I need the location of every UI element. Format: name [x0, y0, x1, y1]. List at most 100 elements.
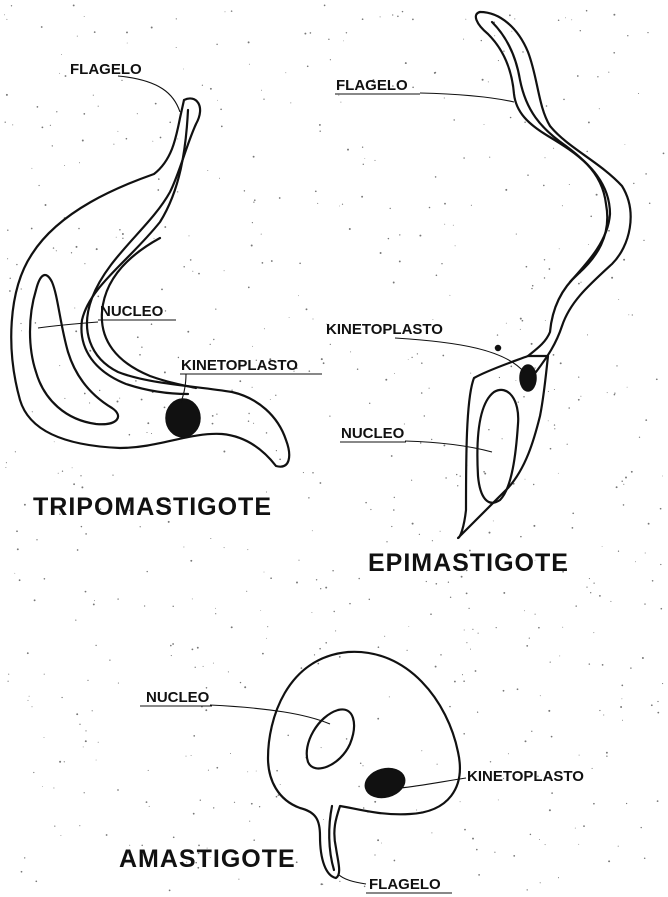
epimastigote-flagellum-core	[492, 22, 610, 282]
speckle-dot	[147, 422, 149, 424]
speckle-dot	[208, 770, 209, 771]
speckle-dot	[599, 710, 600, 711]
speckle-dot	[61, 697, 62, 698]
speckle-dot	[339, 656, 341, 658]
speckle-dot	[632, 314, 633, 315]
speckle-dot	[363, 164, 364, 165]
speckle-dot	[391, 526, 392, 527]
speckle-dot	[247, 549, 248, 550]
speckle-dot	[15, 451, 16, 452]
speckle-dot	[42, 786, 43, 787]
speckle-dot	[304, 33, 306, 35]
speckle-dot	[27, 652, 29, 654]
speckle-dot	[614, 394, 616, 396]
speckle-dot	[657, 800, 659, 802]
speckle-dot	[431, 832, 432, 833]
ama-nucleo-label: NUCLEO	[146, 689, 210, 706]
speckle-dot	[644, 603, 645, 604]
speckle-dot	[562, 205, 563, 206]
speckle-dot	[338, 95, 339, 96]
tripo-nucleo-label: NUCLEO	[100, 303, 164, 320]
speckle-dot	[565, 17, 566, 18]
speckle-dot	[165, 310, 166, 311]
speckle-dot	[386, 541, 387, 542]
speckle-dot	[219, 178, 220, 179]
speckle-dot	[312, 530, 313, 531]
speckle-dot	[330, 59, 331, 60]
speckle-dot	[527, 889, 528, 890]
speckle-dot	[424, 415, 425, 416]
speckle-dot	[471, 205, 472, 206]
speckle-dot	[648, 523, 650, 525]
speckle-dot	[440, 654, 441, 655]
speckle-dot	[476, 849, 478, 851]
epimastigote-dot	[496, 346, 501, 351]
speckle-dot	[513, 855, 515, 857]
speckle-dot	[627, 35, 628, 36]
speckle-dot	[417, 353, 418, 354]
speckle-dot	[548, 420, 549, 421]
speckle-dot	[649, 203, 651, 205]
speckle-dot	[559, 655, 560, 656]
speckle-dot	[106, 834, 108, 836]
speckle-dot	[362, 18, 364, 20]
speckle-dot	[527, 174, 529, 176]
speckle-dot	[606, 752, 608, 754]
speckle-dot	[460, 801, 461, 802]
speckle-dot	[307, 65, 309, 67]
speckle-dot	[135, 380, 137, 382]
speckle-dot	[169, 122, 171, 124]
speckle-dot	[117, 598, 118, 599]
speckle-dot	[210, 88, 212, 90]
speckle-dot	[602, 664, 604, 666]
speckle-dot	[429, 388, 430, 389]
speckle-dot	[161, 288, 163, 290]
speckle-dot	[127, 43, 128, 44]
speckle-dot	[622, 720, 623, 721]
speckle-dot	[4, 14, 5, 15]
speckle-dot	[84, 263, 85, 264]
speckle-dot	[538, 627, 540, 629]
speckle-dot	[71, 252, 72, 253]
speckle-dot	[498, 60, 499, 61]
speckle-dot	[11, 5, 12, 6]
speckle-dot	[44, 578, 46, 580]
speckle-dot	[462, 674, 463, 675]
speckle-dot	[94, 31, 96, 33]
speckle-dot	[369, 403, 370, 404]
speckle-dot	[470, 649, 471, 650]
speckle-dot	[17, 548, 19, 550]
speckle-dot	[342, 204, 343, 205]
speckle-dot	[65, 75, 67, 77]
speckle-dot	[436, 275, 438, 277]
speckle-dot	[267, 626, 268, 627]
speckle-dot	[460, 475, 461, 476]
speckle-dot	[216, 767, 218, 769]
speckle-dot	[643, 240, 644, 241]
speckle-dot	[78, 228, 80, 230]
flagelo-leader-2	[420, 93, 514, 102]
labels: FLAGELO NUCLEO KINETOPLASTO TRIPOMASTIGO…	[33, 61, 584, 893]
speckle-dot	[20, 323, 21, 324]
speckle-dot	[93, 95, 94, 96]
speckle-dot	[79, 162, 80, 163]
speckle-dot	[534, 367, 535, 368]
speckle-dot	[137, 336, 139, 338]
speckle-dot	[171, 655, 172, 656]
speckle-dot	[575, 828, 576, 829]
speckle-dot	[275, 395, 276, 396]
speckle-dot	[79, 724, 80, 725]
speckle-dot	[455, 245, 456, 246]
speckle-dot	[119, 398, 120, 399]
speckle-dot	[210, 538, 211, 539]
speckle-dot	[213, 339, 214, 340]
speckle-dot	[36, 539, 37, 540]
speckle-dot	[239, 380, 241, 382]
speckle-dot	[645, 553, 646, 554]
speckle-dot	[429, 207, 431, 209]
speckle-dot	[296, 861, 298, 863]
speckle-dot	[64, 165, 65, 166]
speckle-dot	[554, 428, 555, 429]
speckle-dot	[154, 238, 155, 239]
speckle-dot	[623, 504, 625, 506]
